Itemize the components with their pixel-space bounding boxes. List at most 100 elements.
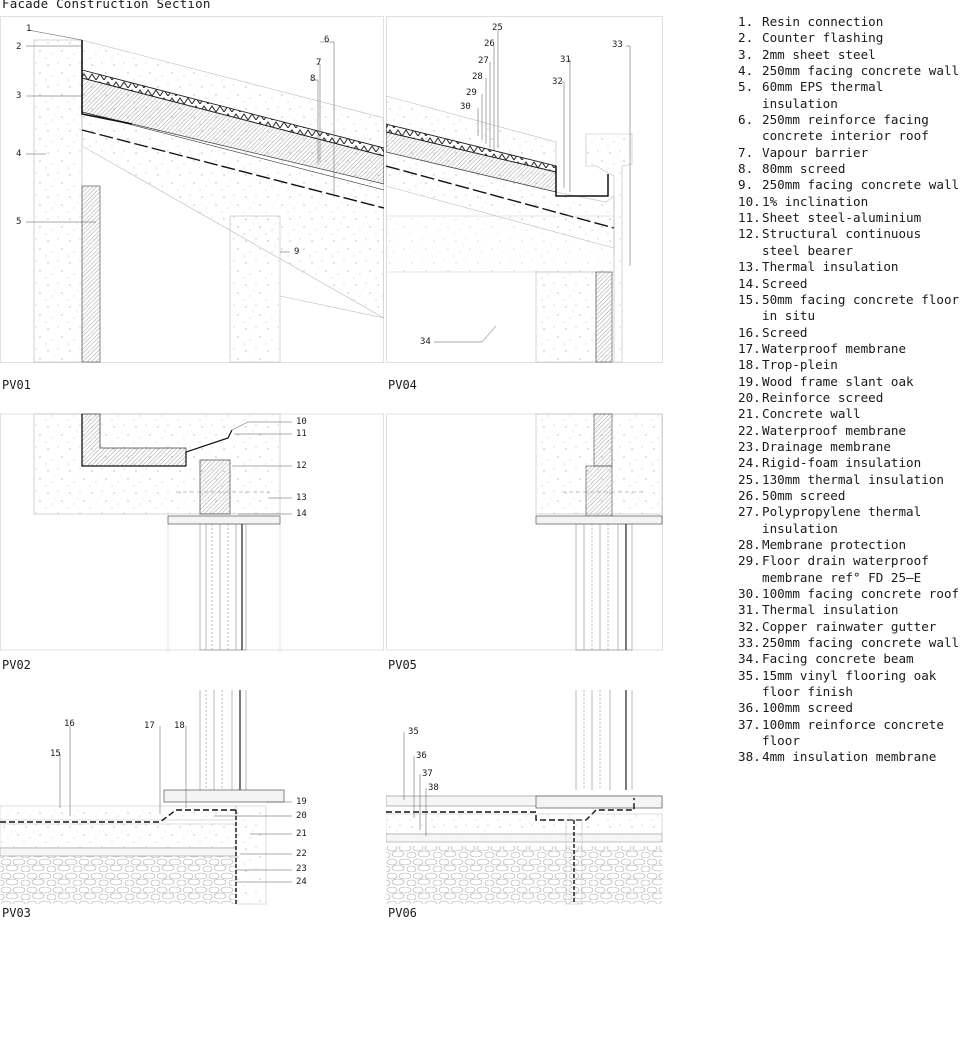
callout-2: 2 [16, 42, 21, 52]
legend-item: 30.100mm facing concrete roof [738, 586, 960, 602]
legend-text: 1% inclination [762, 193, 869, 209]
callout-19: 19 [296, 797, 307, 807]
legend-number: 6. [738, 112, 754, 128]
legend-number: 21. [738, 406, 761, 422]
panel-label-pv01: PV01 [2, 378, 31, 392]
legend-number: 5. [738, 79, 754, 95]
section-pv01: 1 2 3 4 5 6 7 8 9 [0, 16, 384, 386]
callout-3: 3 [16, 91, 21, 101]
legend-number: 14. [738, 275, 761, 291]
legend-item: 24.Rigid-foam insulation [738, 455, 960, 471]
section-pv06: 35 36 37 38 [386, 690, 770, 1060]
legend-number: 3. [738, 46, 754, 62]
legend-number: 26. [738, 487, 761, 503]
legend-text: Membrane protection [762, 537, 907, 552]
callout-6: 6 [324, 35, 329, 45]
section-pv03: 16 15 17 18 19 20 21 22 23 24 [0, 690, 384, 1060]
legend-item: 2.Counter flashing [738, 30, 960, 46]
legend-text: Reinforce screed [762, 389, 884, 405]
legend-text: 50mm screed [762, 487, 846, 503]
callout-22: 22 [296, 849, 307, 859]
legend-number: 28. [738, 537, 761, 552]
section-pv02: 10 11 12 13 14 [0, 400, 384, 770]
legend-number: 18. [738, 357, 761, 373]
legend-item: 18.Trop-plein [738, 357, 960, 373]
legend-item: 4. 250mm facing concrete wall [738, 63, 960, 79]
panel-label-pv03: PV03 [2, 906, 31, 920]
legend-item: 21.Concrete wall [738, 406, 960, 422]
callout-29: 29 [466, 88, 477, 98]
legend-text: 250mm facing concrete wall [762, 63, 960, 79]
legend-number: 29. [738, 553, 761, 569]
legend-number: 9. [738, 177, 754, 193]
legend-item: 16.Screed [738, 325, 960, 341]
legend-text: 100mm screed [762, 700, 853, 716]
legend-number: 37. [738, 716, 761, 732]
legend-text: Wood frame slant oak [762, 373, 914, 389]
panel-label-pv05: PV05 [388, 658, 417, 672]
callout-5: 5 [16, 217, 21, 227]
legend-number: 31. [738, 602, 761, 618]
legend-number: 16. [738, 324, 761, 340]
legend-item: 29.Floor drain waterproof membrane ref° … [738, 553, 960, 586]
callout-16: 16 [64, 719, 75, 729]
legend-item: 14.Screed [738, 276, 960, 292]
callout-10: 10 [296, 417, 307, 427]
section-pv04: 25 26 27 28 29 30 31 32 33 34 [386, 16, 770, 386]
callout-21: 21 [296, 829, 307, 839]
legend-item: 37.100mm reinforce concrete floor [738, 717, 960, 750]
callout-8: 8 [310, 74, 315, 84]
legend-number: 8. [738, 161, 754, 177]
callout-25: 25 [492, 23, 503, 33]
legend-item: 38.4mm insulation membrane [738, 749, 960, 765]
legend-item: 33.250mm facing concrete wall [738, 635, 960, 651]
legend-item: 20.Reinforce screed [738, 390, 960, 406]
legend-text: 100mm facing concrete roof [762, 586, 960, 602]
legend-number: 17. [738, 340, 761, 356]
legend-item: 6. 250mm reinforce facing concrete interi… [738, 112, 960, 145]
legend-number: 25. [738, 471, 761, 487]
callout-4: 4 [16, 149, 21, 159]
legend-item: 17.Waterproof membrane [738, 341, 960, 357]
panel-label-pv06: PV06 [388, 906, 417, 920]
legend-item: 36.100mm screed [738, 700, 960, 716]
legend-number: 4. [738, 63, 754, 79]
legend-item: 34.Facing concrete beam [738, 651, 960, 667]
legend-text: 60mm EPS thermal insulation [762, 79, 884, 111]
pv02-drawing: 10 11 12 13 14 [0, 413, 384, 651]
callout-32: 32 [552, 77, 563, 87]
callout-33: 33 [612, 40, 623, 50]
pv03-drawing: 16 15 17 18 19 20 21 22 23 24 [0, 690, 307, 905]
legend-number: 2. [738, 30, 754, 46]
legend-item: 23.Drainage membrane [738, 439, 960, 455]
legend-text: Structural continuous steel bearer [762, 226, 922, 258]
legend-number: 23. [738, 438, 761, 454]
legend-text: Facing concrete beam [762, 651, 914, 667]
callout-18: 18 [174, 721, 185, 731]
legend-item: 32.Copper rainwater gutter [738, 619, 960, 635]
legend-number: 7. [738, 144, 754, 160]
legend-item: 15.50mm facing concrete floor in situ [738, 292, 960, 325]
callout-15: 15 [50, 749, 61, 759]
legend-text: 250mm reinforce facing concrete interior… [762, 112, 929, 144]
legend-item: 10.1% inclination [738, 194, 960, 210]
legend-text: 100mm reinforce concrete floor [762, 716, 944, 749]
legend-text: Resin connection [762, 14, 884, 29]
callout-23: 23 [296, 864, 307, 874]
legend-number: 33. [738, 635, 761, 651]
callout-28: 28 [472, 72, 483, 82]
callout-9: 9 [294, 247, 299, 257]
pv01-drawing: 1 2 3 4 5 6 7 8 9 [0, 16, 384, 363]
legend-number: 13. [738, 259, 761, 275]
legend-item: 1.Resin connection [738, 14, 960, 30]
legend-text: Vapour barrier [762, 144, 869, 160]
callout-14: 14 [296, 509, 307, 519]
callout-7: 7 [316, 58, 321, 68]
legend-number: 12. [738, 226, 761, 242]
legend-text: Thermal insulation [762, 259, 899, 275]
legend-item: 12.Structural continuous steel bearer [738, 226, 960, 259]
callout-37: 37 [422, 769, 433, 779]
legend-number: 30. [738, 586, 761, 602]
legend-item: 19.Wood frame slant oak [738, 374, 960, 390]
